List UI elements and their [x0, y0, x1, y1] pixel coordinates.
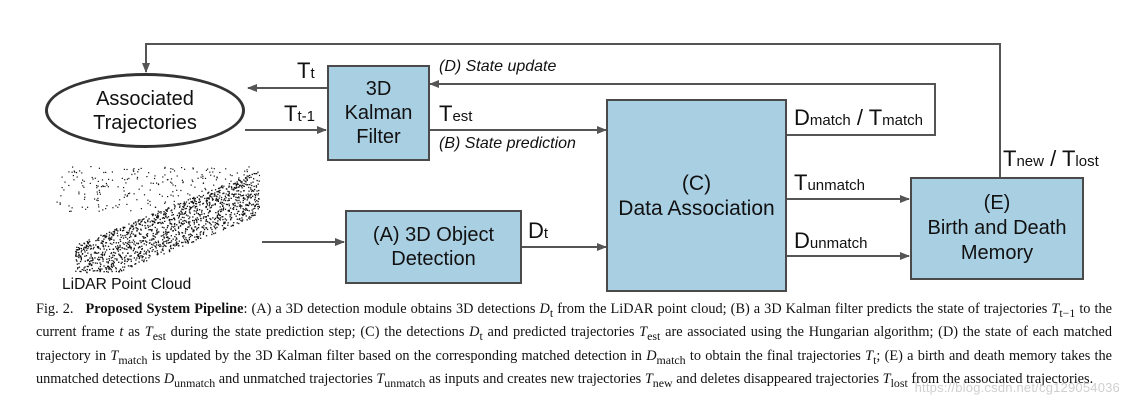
label-dt: Dt — [528, 218, 548, 244]
label-tt1: Tt-1 — [284, 101, 315, 127]
caption-text-5: during the state prediction step; (C) th… — [165, 324, 470, 341]
caption-sub-est: est — [647, 329, 661, 344]
data-association-node: (C) Data Association — [606, 99, 787, 292]
label-tunmatch-main: T — [794, 170, 808, 195]
label-test-main: T — [439, 101, 453, 126]
label-test-sub: est — [452, 108, 473, 125]
caption-var-frame: t — [119, 324, 124, 341]
label-tlost-main: T — [1061, 146, 1076, 171]
birth-death-line-3: Memory — [960, 242, 1034, 264]
label-tt1-sub: t-1 — [297, 108, 315, 125]
label-dunmatch-main: D — [794, 228, 810, 253]
label-slash-1: / — [856, 105, 863, 130]
label-tt: Tt — [297, 58, 315, 84]
feedback-loop-arrow — [142, 43, 1001, 177]
kalman-filter-node: 3D Kalman Filter — [327, 65, 430, 161]
caption-text-8: is updated by the 3D Kalman filter based… — [147, 347, 647, 364]
caption-var-t: T — [865, 347, 874, 364]
birth-death-line-1: (E) — [983, 192, 1011, 214]
caption-text-1: : (A) a 3D detection module obtains 3D d… — [243, 301, 540, 317]
caption-text-9: to obtain the final trajectories — [685, 347, 866, 364]
caption-sub-t: t — [479, 329, 483, 344]
caption-text-7: are associated using the Hungarian algor… — [36, 324, 1112, 364]
caption-text-14: from the associated trajectories. — [907, 371, 1094, 388]
caption-text-10: ; (E) a birth and death memory takes the… — [36, 347, 1112, 388]
label-dmatch-main: D — [794, 105, 810, 130]
caption-text-4: as — [123, 324, 145, 341]
caption-text-13: and deletes disappeared trajectories — [672, 371, 883, 388]
kalman-line-2: Kalman — [344, 102, 413, 124]
caption-text-2: from the LiDAR point cloud; (B) a 3D Kal… — [553, 301, 1052, 317]
detection-line-1: (A) 3D Object — [372, 224, 495, 246]
caption-sub-new: new — [652, 375, 673, 390]
state-update-label: (D) State update — [439, 58, 557, 75]
caption-var-t: T — [144, 324, 153, 341]
caption-sub-t: t — [873, 352, 877, 367]
caption-sub-t1: t−1 — [1059, 305, 1076, 320]
data-association-line-2: Data Association — [618, 196, 775, 220]
caption-var-d: D — [163, 371, 175, 388]
label-test: Test — [439, 101, 472, 127]
label-tmatch-main: T — [868, 105, 883, 130]
caption-var-t: T — [639, 324, 648, 341]
label-tlost-sub: lost — [1075, 153, 1099, 170]
caption-fig-label: Fig. 2. — [36, 301, 74, 317]
caption-var-t: T — [882, 371, 891, 388]
label-dmatch-tmatch: Dmatch / Tmatch — [794, 105, 923, 131]
label-tnew-sub: new — [1016, 153, 1044, 170]
label-tnew-tlost: Tnew / Tlost — [1003, 146, 1099, 172]
caption-var-d: D — [539, 301, 550, 317]
data-association-line-1: (C) — [681, 171, 712, 195]
caption-text-6: and predicted trajectories — [482, 324, 640, 341]
caption-text-3: to the current frame — [36, 301, 1112, 341]
label-slash-2: / — [1050, 146, 1057, 171]
watermark: https://blog.csdn.net/cg129054036 — [914, 380, 1120, 395]
caption-sub-est: est — [152, 329, 166, 344]
caption-text-12: as inputs and creates new trajectories — [425, 371, 645, 388]
connector-arrows — [142, 43, 1001, 260]
label-tmatch-sub: match — [882, 112, 924, 129]
caption-sub-t: t — [549, 305, 554, 320]
caption-sub-match: match — [656, 352, 686, 367]
caption-title: Proposed System Pipeline — [85, 301, 244, 317]
label-tt-main: T — [297, 58, 311, 83]
associated-trajectories-node: Associated Trajectories — [45, 73, 245, 148]
kalman-line-1: 3D — [365, 78, 392, 100]
caption-var-t: T — [644, 371, 653, 388]
label-dmatch-sub: match — [809, 112, 851, 129]
detection-line-2: Detection — [391, 248, 476, 270]
pipeline-diagram: Associated Trajectories 3D Kalman Filter… — [45, 43, 1099, 293]
label-tt-sub: t — [310, 65, 315, 82]
caption-sub-lost: lost — [890, 375, 908, 390]
birth-death-node: (E) Birth and Death Memory — [910, 177, 1084, 280]
kalman-line-3: Filter — [356, 126, 401, 148]
label-tunmatch: Tunmatch — [794, 170, 865, 196]
label-tt1-main: T — [284, 101, 298, 126]
caption-sub-unmatch: unmatch — [384, 375, 426, 390]
associated-line-1: Associated — [96, 87, 194, 110]
label-dunmatch-sub: unmatch — [809, 235, 868, 252]
caption-var-t: T — [376, 371, 385, 388]
label-dunmatch: Dunmatch — [794, 228, 867, 254]
label-tunmatch-sub: unmatch — [807, 177, 865, 194]
label-dt-sub: t — [543, 225, 549, 242]
caption-var-d: D — [646, 347, 657, 364]
lidar-label: LiDAR Point Cloud — [62, 276, 192, 293]
figure-caption: Fig. 2. Proposed System Pipeline: (A) a … — [36, 300, 1112, 393]
caption-var-d: D — [469, 324, 480, 341]
birth-death-line-2: Birth and Death — [927, 217, 1067, 239]
label-tnew-main: T — [1003, 146, 1017, 171]
state-prediction-label: (B) State prediction — [439, 135, 576, 152]
associated-line-2: Trajectories — [93, 111, 197, 134]
caption-sub-unmatch: unmatch — [174, 375, 216, 390]
state-update-arrow — [429, 80, 936, 136]
caption-var-t: T — [110, 347, 119, 364]
caption-var-t: T — [1051, 301, 1060, 317]
caption-text-11: and unmatched trajectories — [215, 371, 377, 388]
lidar-point-cloud-image — [56, 166, 260, 274]
detection-node: (A) 3D Object Detection — [345, 210, 522, 284]
caption-sub-match: match — [118, 352, 148, 367]
label-dt-main: D — [528, 218, 544, 243]
